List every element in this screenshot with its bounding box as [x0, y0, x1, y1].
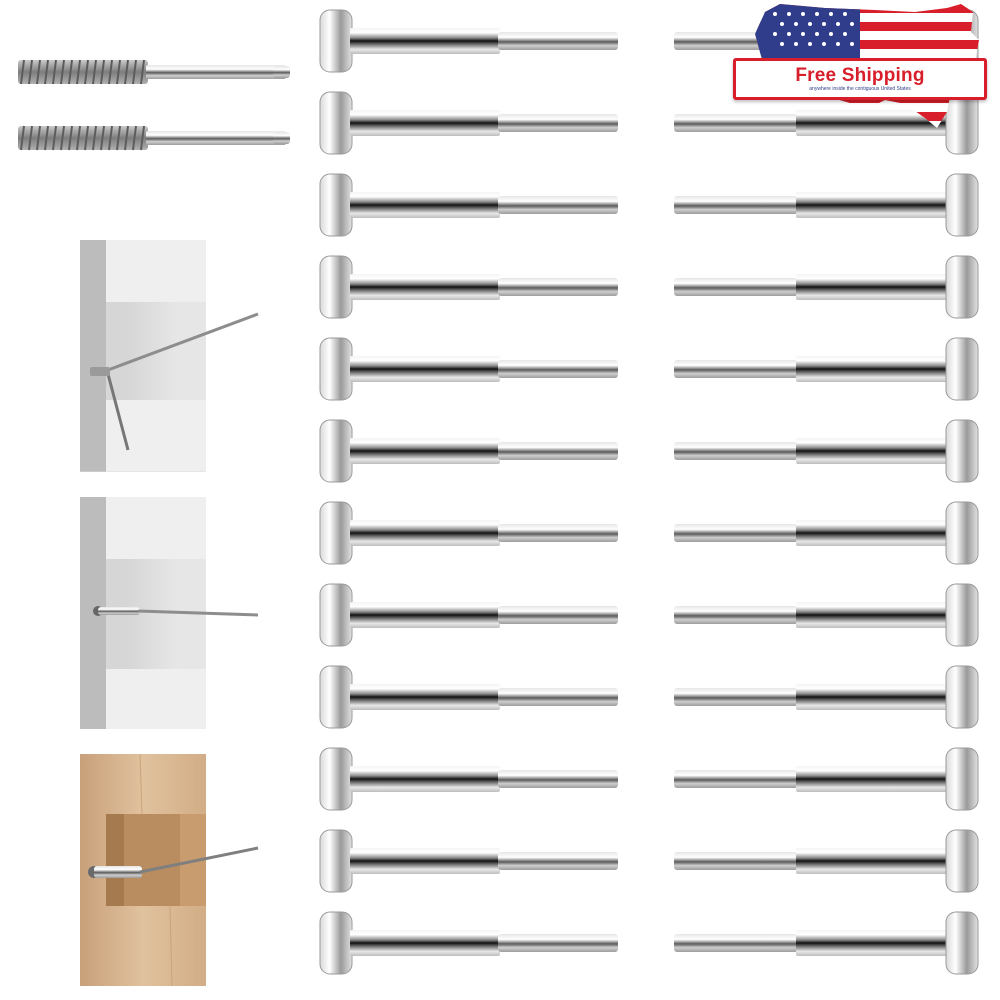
cable-pin — [318, 746, 628, 812]
cable-pin — [318, 172, 628, 238]
metal-post-install-diagram-straight — [80, 497, 260, 729]
cable-pin — [672, 582, 982, 648]
cable-pin — [318, 582, 628, 648]
cable-pin — [318, 90, 628, 156]
cable-pin — [318, 500, 628, 566]
free-shipping-title: Free Shipping — [795, 65, 925, 86]
pin-column-right — [672, 4, 982, 996]
cable-pin — [672, 746, 982, 812]
cable-pin — [318, 418, 628, 484]
cable-pin — [318, 254, 628, 320]
threaded-screw — [18, 118, 293, 158]
cable-pin — [672, 664, 982, 730]
cable-pin — [672, 172, 982, 238]
wood-post-install-diagram — [80, 753, 260, 987]
cable-pin — [672, 90, 982, 156]
free-shipping-subtitle: anywhere inside the contiguous United St… — [809, 86, 911, 92]
pin-column-left — [318, 4, 628, 996]
cable-pin — [318, 910, 628, 976]
cable-pin — [672, 254, 982, 320]
cable-pin — [318, 828, 628, 894]
free-shipping-badge: Free Shipping anywhere inside the contig… — [725, 0, 1000, 135]
threaded-screw — [18, 52, 293, 92]
cable-pin — [672, 336, 982, 402]
cable-pin — [672, 910, 982, 976]
cable-pin — [672, 500, 982, 566]
cable-pin — [318, 664, 628, 730]
cable-pin — [672, 418, 982, 484]
cable-pin — [672, 828, 982, 894]
cable-pin — [318, 336, 628, 402]
metal-post-install-diagram-angled — [80, 240, 260, 473]
cable-pin — [318, 8, 628, 74]
free-shipping-ribbon: Free Shipping anywhere inside the contig… — [733, 58, 987, 100]
